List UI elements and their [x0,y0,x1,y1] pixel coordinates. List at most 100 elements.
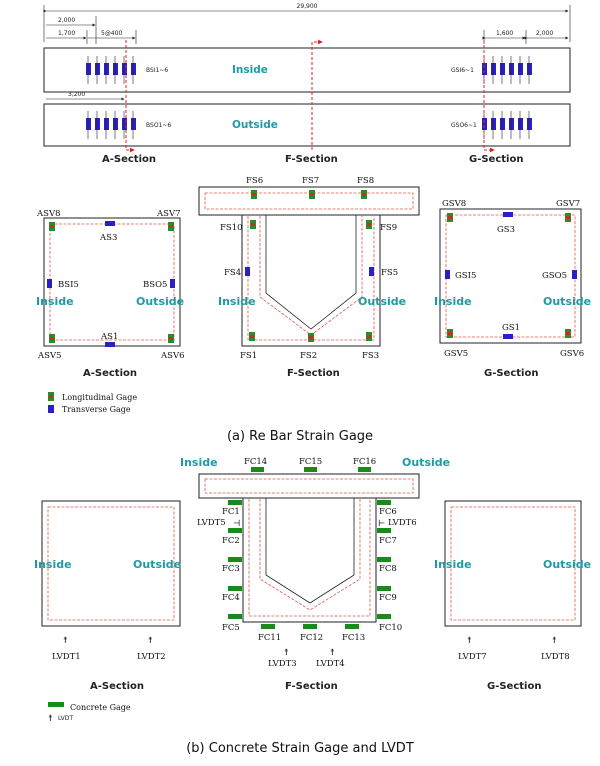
label-fc13: FC13 [342,633,365,643]
plan-top-inside: Inside [232,64,268,76]
label-as3: AS3 [99,233,117,243]
plan-view: 29,900 2,000 1,700 5@400 1,600 2,000 BSI… [43,3,571,165]
rebar-g-inside: Inside [434,295,472,308]
label-lvdt3: LVDT3 [268,659,297,669]
label-fs5: FS5 [381,268,398,278]
plan-top-right-gages [482,56,532,84]
plan-bottom-right-gages [482,111,532,139]
label-gso5: GSO5 [542,271,567,281]
plan-strip-top [43,47,571,93]
dim-1700: 1,700 [58,30,75,37]
plan-mark-a: A-Section [102,154,156,165]
rebar-g-section: GSV8 GSV7 GS3 GSI5 GSO5 Inside Outside G… [434,199,591,379]
label-bsi5: BSI5 [58,280,79,290]
cut-marker-g [483,40,495,153]
label-lvdt4: LVDT4 [316,659,345,669]
legend-lvdt-icon: ☨ [48,714,53,724]
concrete-g-inside: Inside [434,558,472,571]
concrete-f-inside: Inside [180,456,218,469]
rebar-f-longitudinal-gages [249,190,372,342]
concrete-g-outside: Outside [543,558,591,571]
label-fc9: FC9 [379,593,397,603]
plan-top-left-gages [86,56,136,84]
label-lvdt1: LVDT1 [52,652,81,662]
rebar-a-inside: Inside [36,295,74,308]
label-fc7: FC7 [379,536,397,546]
label-fc5: FC5 [222,623,240,633]
cut-marker-f [311,39,323,150]
legend-lvdt: LVDT [58,715,73,722]
plan-mark-f: F-Section [285,154,338,165]
label-asv8: ASV8 [36,209,61,219]
label-fc11: FC11 [258,633,281,643]
label-fs2: FS2 [300,351,317,361]
concrete-a-outside: Outside [133,558,181,571]
rebar-legend: Longitudinal Gage Transverse Gage [48,392,137,414]
label-fs9: FS9 [380,223,397,233]
label-fc12: FC12 [300,633,323,643]
lvdt2-icon: ☨ [148,636,153,646]
label-fs7: FS7 [302,176,319,186]
lvdt3-icon: ☨ [284,648,289,658]
caption-a: (a) Re Bar Strain Gage [227,429,373,444]
rebar-f-transverse-gages [245,267,374,276]
lvdt1-icon: ☨ [63,636,68,646]
plan-top-left-label: BSI1~6 [146,67,168,74]
rebar-g-title: G-Section [484,368,538,379]
plan-bottom-right-label: GSO6~1 [451,122,477,129]
rebar-f-section: FS6 FS7 FS8 FS10 FS9 FS4 FS5 Inside Outs… [198,176,420,379]
label-fc6: FC6 [379,507,397,517]
plan-bottom-left-gages [86,111,136,139]
dim-3200: 3,200 [68,91,85,98]
label-lvdt2: LVDT2 [137,652,166,662]
concrete-f-outside: Outside [402,456,450,469]
concrete-f-title: F-Section [285,681,338,692]
plan-bottom-outside: Outside [232,119,278,131]
label-lvdt8: LVDT8 [541,652,570,662]
rebar-f-inside: Inside [218,295,256,308]
label-fs8: FS8 [357,176,374,186]
caption-b: (b) Concrete Strain Gage and LVDT [186,741,414,756]
dim-1600: 1,600 [496,30,513,37]
label-gsv7: GSV7 [556,199,580,209]
concrete-a-inside: Inside [34,558,72,571]
label-asv6: ASV6 [160,351,185,361]
plan-top-right-label: GSI6~1 [451,67,474,74]
label-fs1: FS1 [240,351,257,361]
rebar-g-outside: Outside [543,295,591,308]
label-fc14: FC14 [244,457,267,467]
label-gsi5: GSI5 [455,271,476,281]
label-fc3: FC3 [222,564,240,574]
legend-longitudinal: Longitudinal Gage [62,393,137,402]
concrete-gages [228,467,391,629]
rebar-a-longitudinal-gages [49,222,174,343]
dim-2000-left: 2,000 [58,17,75,24]
dim-2000-right: 2,000 [536,30,553,37]
label-lvdt6: LVDT6 [388,518,417,528]
legend-transverse: Transverse Gage [62,405,131,414]
label-gsv5: GSV5 [444,349,468,359]
label-fc15: FC15 [299,457,322,467]
dim-5at400: 5@400 [101,30,122,37]
rebar-f-title: F-Section [287,368,340,379]
label-gs3: GS3 [497,225,515,235]
label-lvdt5: LVDT5 [197,518,226,528]
plan-mark-g: G-Section [469,154,523,165]
label-asv5: ASV5 [37,351,62,361]
concrete-legend: Concrete Gage ☨ LVDT [48,702,131,724]
label-asv7: ASV7 [156,209,181,219]
label-as1: AS1 [100,332,118,342]
rebar-g-transverse-gages [445,212,577,339]
cut-marker-a [125,40,135,153]
label-gsv8: GSV8 [442,199,466,209]
rebar-a-title: A-Section [83,368,137,379]
dim-total: 29,900 [297,3,318,10]
concrete-a-section: Inside Outside ☨ ☨ LVDT1 LVDT2 A-Section [34,500,181,692]
label-bso5: BSO5 [143,280,167,290]
label-gsv6: GSV6 [560,349,584,359]
label-fc8: FC8 [379,564,397,574]
rebar-f-outside: Outside [358,295,406,308]
lvdt5-icon: ⊣ [233,519,240,529]
